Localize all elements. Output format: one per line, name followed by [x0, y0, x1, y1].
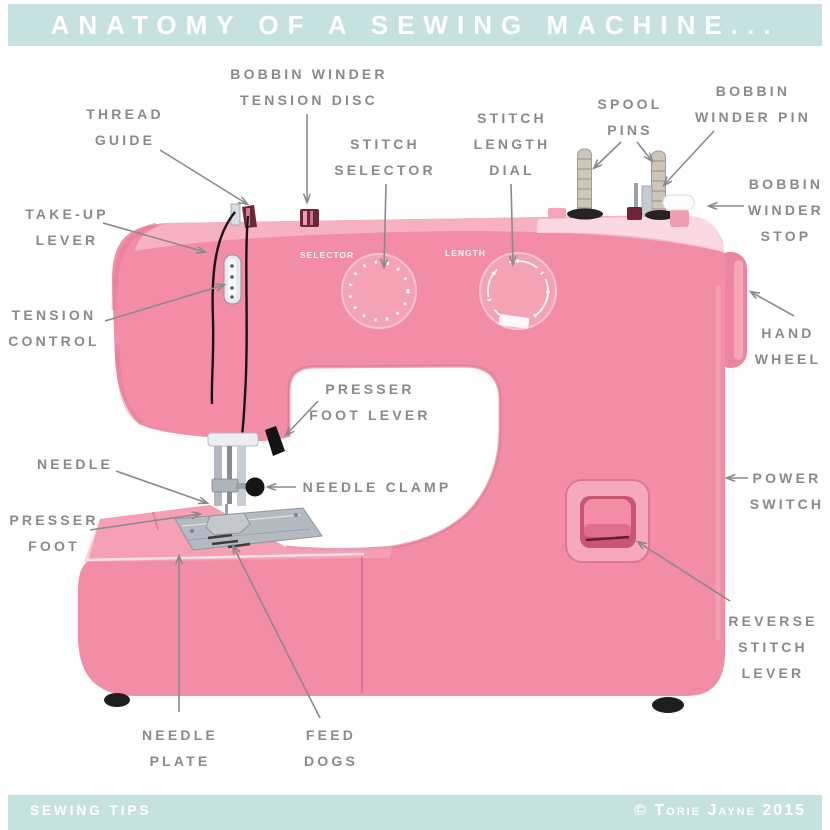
needle-clamp-part	[211, 478, 239, 493]
left-shade-lower	[114, 344, 144, 426]
title-banner: ANATOMY OF A SEWING MACHINE...	[8, 4, 822, 46]
presser-foot-part	[205, 512, 251, 536]
footer-banner: SEWING TIPS © Torie Jayne 2015	[8, 795, 822, 830]
deck-tab	[548, 208, 566, 218]
footer-right-text: © Torie Jayne 2015	[634, 801, 806, 819]
page-title: ANATOMY OF A SEWING MACHINE...	[50, 9, 780, 40]
needle-clamp-knob	[245, 477, 265, 497]
stitch-selector-dial-part: SELECTOR	[300, 250, 417, 329]
selector-dial-label: SELECTOR	[300, 250, 354, 260]
thread-right	[240, 215, 250, 437]
spool-pin-base-left	[567, 208, 603, 220]
footer-left-text: SEWING TIPS	[30, 803, 152, 818]
machine-foot-left	[104, 693, 130, 707]
deck-slot	[627, 207, 642, 220]
length-dial-label: LENGTH	[445, 248, 486, 258]
needle-bar-assembly	[205, 432, 265, 536]
reverse-stitch-lever-part	[565, 479, 650, 563]
stitch-length-dial-part: LENGTH	[445, 248, 557, 330]
needle-part	[225, 504, 228, 524]
spool-pin-left	[577, 148, 592, 216]
machine-foot-right	[652, 697, 684, 713]
bobbin-winder-stop-part	[662, 194, 695, 227]
bobbin-winder-tension-disc-part	[300, 209, 319, 227]
tension-control-part	[223, 254, 242, 305]
spool-pin-base-right	[645, 210, 675, 220]
presser-foot-lever-part	[265, 426, 285, 456]
